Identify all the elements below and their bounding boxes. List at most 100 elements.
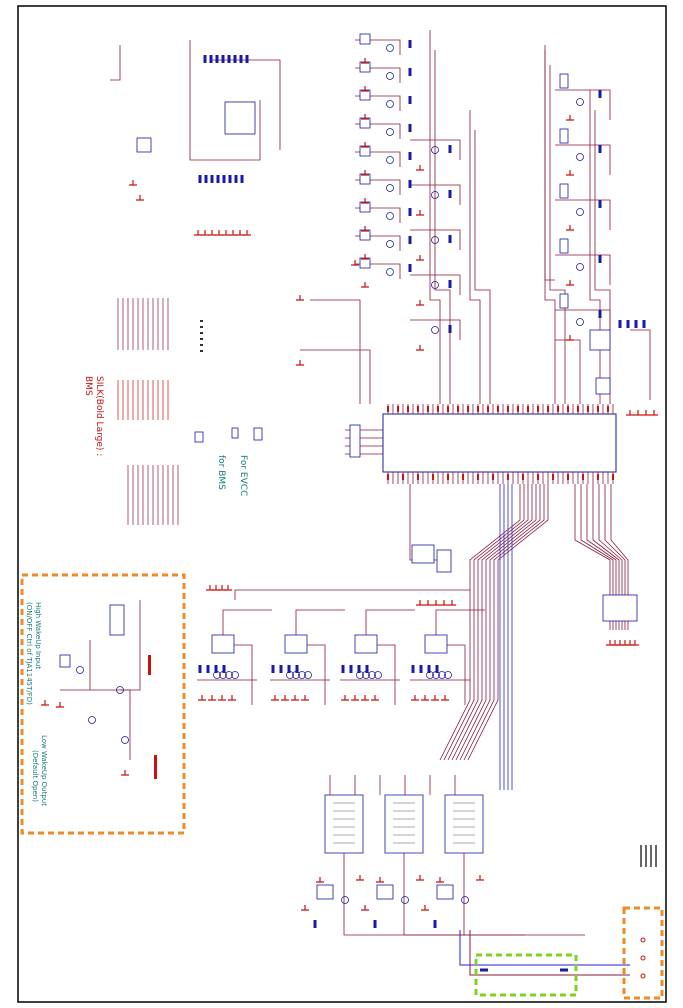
pin-label-mark <box>487 406 489 412</box>
wire <box>555 89 611 120</box>
transistor-symbol <box>225 671 233 679</box>
wire <box>459 930 630 966</box>
ground-symbol <box>566 280 574 286</box>
ground-symbol <box>224 585 232 591</box>
ground-symbol <box>301 695 309 701</box>
wire <box>434 50 451 404</box>
mcu-pins-top <box>387 404 614 414</box>
ground-symbol <box>198 695 206 701</box>
pin-label-mark <box>462 474 464 480</box>
pin-label-mark <box>612 474 614 480</box>
resistor-symbol <box>271 665 275 673</box>
text-mark <box>200 338 203 340</box>
wire <box>443 484 525 761</box>
ground-symbol <box>208 695 216 701</box>
connector-pin <box>640 973 646 979</box>
pin-label-mark <box>447 474 449 480</box>
ic-symbol <box>424 634 448 654</box>
sheet-border <box>17 5 667 1003</box>
pin-label-mark <box>397 406 399 412</box>
title-mark <box>650 845 652 867</box>
wire <box>410 139 461 160</box>
resistor-symbol <box>598 145 602 153</box>
resistor-symbol <box>209 55 213 63</box>
resistor-symbol <box>204 175 208 183</box>
resistor-symbol <box>435 665 439 673</box>
ic-symbol <box>376 884 394 900</box>
pin-label-mark <box>597 474 599 480</box>
transistor-symbol <box>576 208 584 216</box>
pin-label-mark <box>477 406 479 412</box>
pin-label-mark <box>517 406 519 412</box>
ground-symbol <box>351 695 359 701</box>
ground-symbol <box>361 905 369 911</box>
low-wakeup-output-label: Low WakeUp Output <box>40 735 48 806</box>
transistor-symbol <box>431 236 439 244</box>
pin-label-mark <box>427 406 429 412</box>
ic-symbol <box>589 329 611 351</box>
pin-label-mark <box>457 406 459 412</box>
resistor-symbol <box>287 665 291 673</box>
resistor-symbol <box>618 320 622 328</box>
wire <box>447 484 529 761</box>
resistor-symbol <box>279 665 283 673</box>
wire <box>377 644 396 705</box>
ground-symbol <box>361 226 369 232</box>
pin-label-mark <box>577 406 579 412</box>
ground-symbol <box>271 695 279 701</box>
ic-symbol <box>559 183 569 199</box>
resistor-symbol <box>626 320 630 328</box>
resistor-symbol <box>216 175 220 183</box>
resistor-symbol <box>227 55 231 63</box>
resistor-symbol <box>222 665 226 673</box>
wire <box>555 199 611 230</box>
resistor-symbol <box>214 665 218 673</box>
resistor-symbol <box>411 665 415 673</box>
ground-symbol <box>218 695 226 701</box>
wire <box>189 40 261 161</box>
transistor-symbol <box>386 156 394 164</box>
ground-symbol <box>371 695 379 701</box>
text-mark <box>200 320 203 322</box>
resistor-symbol <box>408 180 412 188</box>
ground-symbol <box>41 700 49 706</box>
resistor-symbol <box>198 665 202 673</box>
ground-symbol <box>441 695 449 701</box>
transistor-symbol <box>431 326 439 334</box>
ground-symbol <box>121 770 129 776</box>
wire <box>474 130 491 404</box>
pin-label-mark <box>522 474 524 480</box>
ground-symbol <box>281 695 289 701</box>
pin-label-mark <box>437 406 439 412</box>
ground-symbol <box>440 600 448 606</box>
pin-label-mark <box>537 474 539 480</box>
for-bms-label: for BMS <box>216 455 226 490</box>
wire <box>295 609 345 635</box>
wire <box>549 65 566 404</box>
resistor-symbol <box>341 665 345 673</box>
ground-symbol <box>566 115 574 121</box>
ic-symbol <box>559 128 569 144</box>
transistor-symbol <box>298 671 306 679</box>
ground-symbols <box>41 58 658 911</box>
ground-symbol <box>215 230 223 236</box>
ground-symbol <box>229 230 237 236</box>
ground-symbol <box>606 640 614 646</box>
ground-symbol <box>416 165 424 171</box>
text-mark <box>200 344 203 346</box>
pin-label-mark <box>467 406 469 412</box>
resistor-symbol <box>408 236 412 244</box>
ground-symbol <box>621 640 629 646</box>
pin-label-mark <box>567 406 569 412</box>
transistor-symbol <box>386 240 394 248</box>
connector-pin <box>640 937 646 943</box>
pin-label-mark <box>477 474 479 480</box>
resistor-symbol <box>210 175 214 183</box>
ic-symbol <box>602 594 638 622</box>
resistor-symbol <box>295 665 299 673</box>
resistor-symbol <box>222 175 226 183</box>
pin-label-mark <box>607 406 609 412</box>
ground-symbol <box>194 230 202 236</box>
resistor-symbol <box>448 190 452 198</box>
